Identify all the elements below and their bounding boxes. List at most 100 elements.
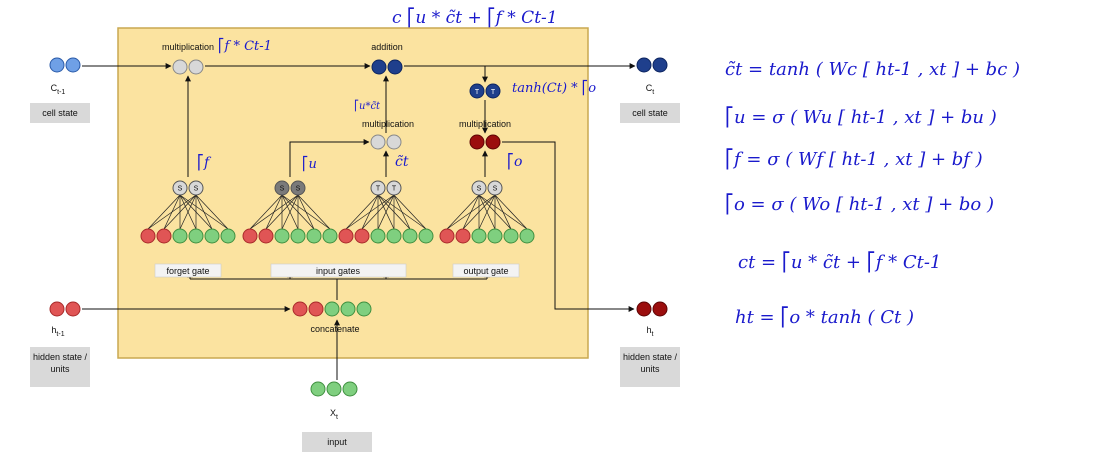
candidate-layer-connection (393, 194, 411, 230)
equation-gamma-f: ⎡f = σ ( Wf [ ht-1 , xt ] + bf ) (725, 148, 983, 170)
input-subscript: t (336, 414, 338, 421)
output-layer-neuron-glyph: S (493, 186, 498, 193)
update-layer-connection (297, 194, 331, 230)
candidate-layer-connection (377, 194, 395, 230)
update-layer-neuron (274, 180, 290, 196)
output-layer-connection (494, 194, 512, 230)
hidden-prev-subscript: t-1 (56, 331, 64, 338)
forget-layer-input-unit (220, 228, 236, 244)
output-layer-input-unit (455, 228, 471, 244)
output-layer-connection (494, 194, 528, 230)
candidate-layer-input-unit (418, 228, 434, 244)
candidate-layer-connection (345, 194, 395, 230)
forget-times-c-annotation: ⎡f * Ct-1 (218, 37, 272, 54)
addition-label: addition (371, 42, 403, 52)
input-x: Xt input (302, 381, 372, 452)
update-layer-input-unit (290, 228, 306, 244)
equation-gamma-u: ⎡u = σ ( Wu [ ht-1 , xt ] + bu ) (725, 106, 997, 128)
svg-text:Ct: Ct (646, 83, 655, 96)
update-layer-connection (249, 194, 299, 230)
update-layer-connection (249, 194, 283, 230)
cell-prev-symbol: C (51, 83, 58, 93)
cell-next-symbol: C (646, 83, 653, 93)
forget-layer-input-unit (156, 228, 172, 244)
equation-h-t: ht = ⎡o * tanh ( Ct ) (735, 306, 914, 328)
svg-text:Ct-1: Ct-1 (51, 83, 66, 96)
handwritten-annotations: c ⎡u * c̃t + ⎡f * Ct-1 ⎡f * Ct-1 tanh(Ct… (197, 7, 596, 172)
output-layer-connection (462, 194, 496, 230)
flow-lines (82, 63, 636, 380)
update-layer-neuron-glyph: S (296, 186, 301, 193)
gamma-u-ct-annotation: ⎡u*c̃t (354, 99, 381, 112)
output-layer-neuron-glyph: S (477, 186, 482, 193)
equation-c-t: ct = ⎡u * c̃t + ⎡f * Ct-1 (738, 251, 941, 273)
forget-layer-connection (147, 194, 181, 230)
gate-labels: forget gate input gates output gate (154, 263, 520, 278)
cell-prev-caption: cell state (42, 108, 78, 118)
cell-prev-subscript: t-1 (57, 89, 65, 96)
forget-layer-connection (147, 194, 197, 230)
input-gates-label: input gates (316, 266, 361, 276)
candidate-layer-input-unit (402, 228, 418, 244)
svg-text:ht: ht (647, 325, 654, 338)
update-layer-connection (265, 194, 299, 230)
svg-text:Xt: Xt (330, 408, 338, 421)
equations: c̃t = tanh ( Wc [ ht-1 , xt ] + bc ) ⎡u … (725, 59, 1020, 328)
output-layer-input-unit (503, 228, 519, 244)
cell-next-caption: cell state (632, 108, 668, 118)
output-gate-label: output gate (463, 266, 508, 276)
forget-layer-connection (195, 194, 213, 230)
equation-gamma-o: ⎡o = σ ( Wo [ ht-1 , xt ] + bo ) (725, 193, 994, 215)
output-layer-input-unit (519, 228, 535, 244)
forget-multiply-node: multiplication (162, 42, 214, 75)
forget-layer-neuron (172, 180, 188, 196)
addition-node: addition (371, 42, 403, 75)
output-layer-input-unit (439, 228, 455, 244)
hidden-next-caption: hidden state / units (622, 352, 678, 374)
forget-layer-input-unit (204, 228, 220, 244)
tanh-glyph: T (475, 89, 480, 96)
hidden-prev-symbol: h (51, 325, 56, 335)
hidden-state-next: ht hidden state / units (620, 301, 680, 387)
forget-layer-input-unit (188, 228, 204, 244)
output-layer-connection (446, 194, 480, 230)
output-layer-neuron (487, 180, 503, 196)
candidate-layer-neuron-glyph: T (376, 186, 381, 193)
multiplication-mid-label: multiplication (362, 119, 414, 129)
update-layer-input-unit (258, 228, 274, 244)
candidate-layer-connection (393, 194, 427, 230)
candidate-layer-connection (345, 194, 379, 230)
candidate-layer-input-unit (370, 228, 386, 244)
candidate-layer-neuron (370, 180, 386, 196)
equation-c-tilde: c̃t = tanh ( Wc [ ht-1 , xt ] + bc ) (725, 59, 1020, 80)
forget-layer-connection (179, 194, 197, 230)
update-layer-connection (281, 194, 299, 230)
forget-layer-neuron (188, 180, 204, 196)
update-layer-input-unit (306, 228, 322, 244)
concatenate-node: concatenate (292, 301, 372, 334)
update-layer-input-unit (242, 228, 258, 244)
forget-layer-input-unit (172, 228, 188, 244)
c-tilde-annotation: c̃t (395, 154, 409, 170)
forget-layer-connection (163, 194, 197, 230)
candidate-layer-input-unit (338, 228, 354, 244)
gamma-u-annotation: ⎡u (302, 155, 317, 172)
input-caption: input (327, 437, 347, 447)
hidden-next-subscript: t (652, 331, 654, 338)
tanh-gamma-o-annotation: tanh(Ct) * ⎡o (512, 79, 596, 96)
concatenate-label: concatenate (310, 324, 359, 334)
hidden-state-prev: ht-1 hidden state / units (30, 301, 90, 387)
gamma-o-annotation: ⎡o (507, 153, 522, 170)
multiplication-left-label: multiplication (162, 42, 214, 52)
output-layer-input-unit (487, 228, 503, 244)
output-layer-neuron (471, 180, 487, 196)
forget-layer-connection (195, 194, 229, 230)
candidate-layer-input-unit (354, 228, 370, 244)
update-layer-input-unit (274, 228, 290, 244)
input-multiply-node: multiplication (362, 119, 414, 150)
candidate-layer-input-unit (386, 228, 402, 244)
forget-layer-input-unit (140, 228, 156, 244)
input-symbol: X (330, 408, 336, 418)
